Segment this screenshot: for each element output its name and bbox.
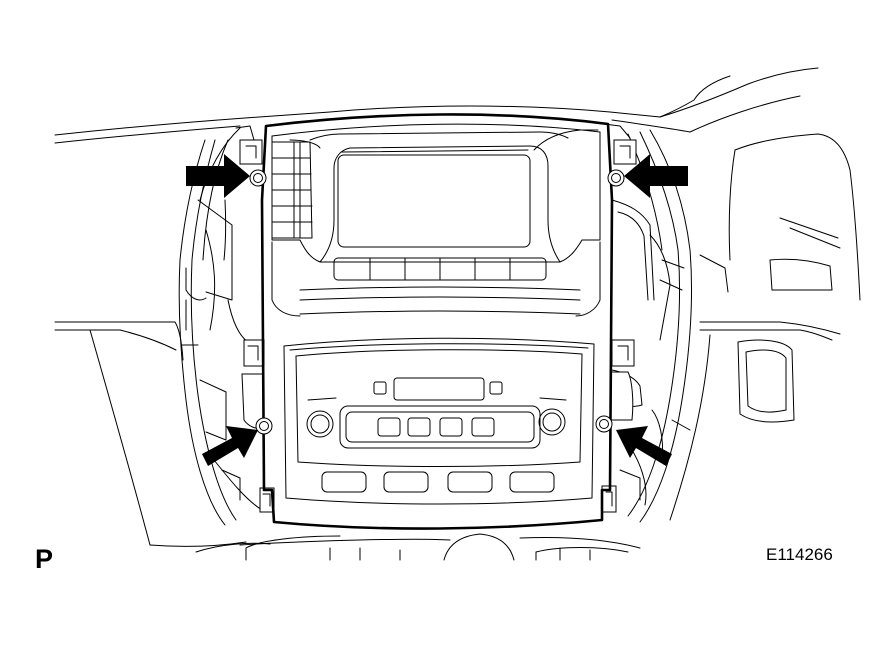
arrow-lower-right xyxy=(616,426,672,466)
audio-section xyxy=(283,337,595,505)
figure-id: E114266 xyxy=(766,545,833,564)
center-cluster-panel xyxy=(260,113,614,530)
preset-button-row xyxy=(339,405,541,449)
view-letter: P xyxy=(35,544,54,574)
display-screen xyxy=(337,154,531,248)
left-side-trim xyxy=(178,125,263,526)
arrow-upper-left xyxy=(186,154,250,198)
arrow-lower-left xyxy=(202,426,258,466)
right-knob xyxy=(538,408,566,436)
climate-button-row xyxy=(321,471,555,493)
dashboard-outline xyxy=(54,67,861,561)
left-knob xyxy=(306,410,334,438)
screw-lower-left xyxy=(255,417,273,435)
left-button-stack xyxy=(271,141,313,239)
audio-display xyxy=(393,377,485,401)
display-section xyxy=(271,129,601,317)
right-mounting-tabs xyxy=(601,139,637,513)
soft-key-row xyxy=(333,257,547,281)
screw-upper-right xyxy=(607,169,625,187)
panel-outline xyxy=(260,113,614,530)
screw-lower-right xyxy=(595,415,613,433)
screw-upper-left xyxy=(249,169,267,187)
left-mounting-tabs xyxy=(239,139,275,513)
arrow-upper-right xyxy=(624,154,688,198)
